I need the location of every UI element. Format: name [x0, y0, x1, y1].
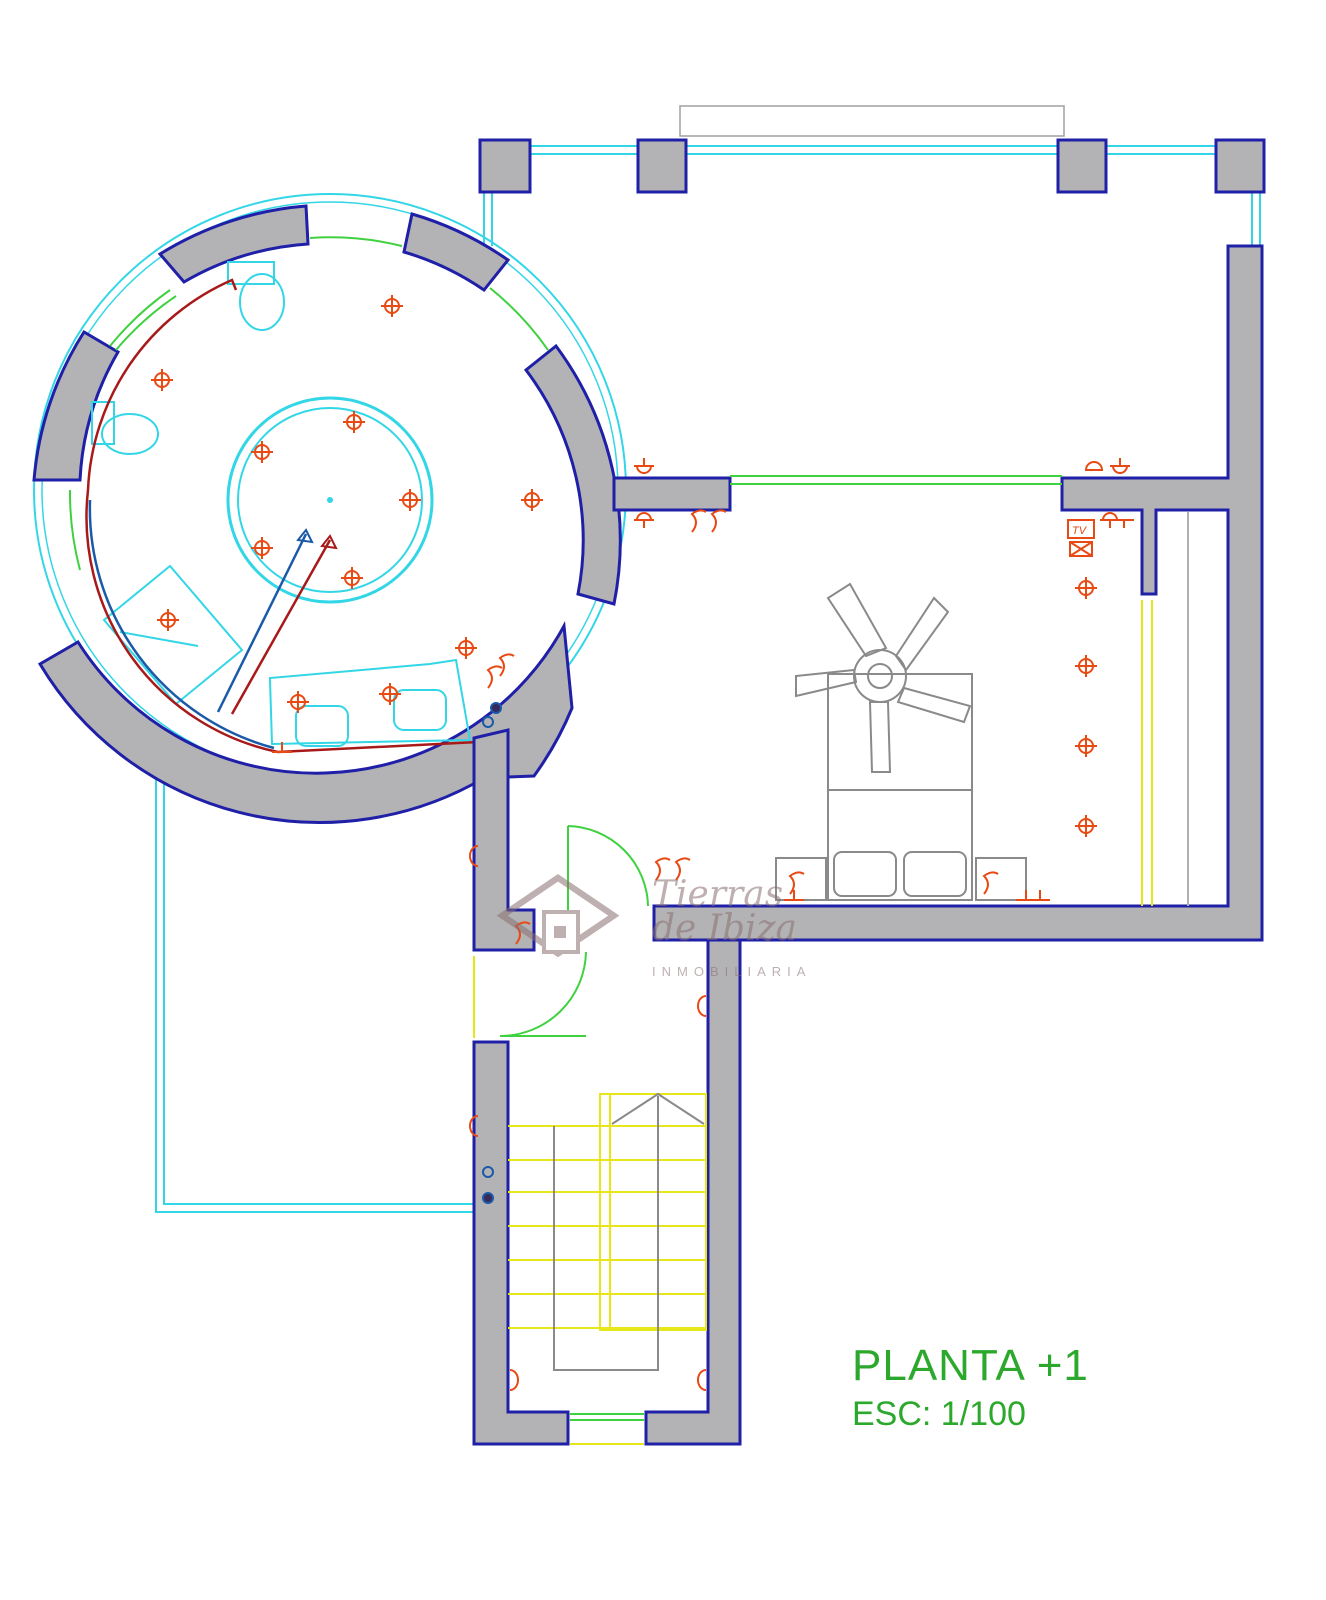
lower-terrace-outline — [155, 752, 478, 1213]
terrace-pillars — [478, 138, 1266, 194]
staircase — [508, 1092, 707, 1371]
light-point-icon — [1075, 577, 1097, 599]
bedroom-walls — [612, 244, 1264, 942]
sink — [295, 705, 349, 747]
nightstand — [975, 857, 1027, 901]
round-room — [32, 193, 627, 824]
light-point-icon — [341, 567, 363, 589]
cold-water-point — [482, 1166, 494, 1178]
tv-outlet: TV — [1067, 519, 1095, 557]
curved-wall — [157, 204, 310, 284]
socket-icon — [1016, 890, 1036, 901]
socket-icon — [784, 890, 804, 901]
socket-icon — [1114, 519, 1134, 528]
watermark-subtitle: INMOBILIARIA — [652, 964, 812, 979]
switch-icon — [690, 509, 707, 533]
light-point-icon — [157, 609, 179, 631]
pillar — [1056, 138, 1108, 194]
wall — [612, 476, 732, 512]
bidet — [91, 401, 159, 455]
light-point-icon — [521, 489, 543, 511]
wall — [644, 938, 742, 1446]
socket-icon — [272, 742, 292, 753]
plan-scale: ESC: 1/100 — [852, 1395, 1026, 1433]
water-points — [482, 702, 502, 1204]
light-point-icon — [251, 441, 273, 463]
light-point-icon — [287, 691, 309, 713]
hall-door — [499, 951, 587, 1037]
sink — [393, 689, 447, 731]
wall-light-icon — [1084, 461, 1104, 471]
light-point-icon — [379, 683, 401, 705]
light-point-icon — [251, 537, 273, 559]
wall — [652, 244, 1264, 942]
light-point-icon — [399, 489, 421, 511]
stair-walls — [472, 728, 742, 1446]
switch-icon — [486, 665, 503, 689]
vanity-counter — [269, 658, 472, 747]
hot-water-line — [85, 278, 479, 754]
curved-wall — [37, 620, 574, 824]
plan-title: PLANTA +1 — [852, 1341, 1089, 1390]
wall-light-icon — [469, 1115, 479, 1137]
light-point-icon — [455, 637, 477, 659]
hot-water-point — [490, 702, 502, 714]
socket-icon — [1110, 458, 1130, 474]
watermark-logo: Tierras de Ibiza INMOBILIARIA — [496, 868, 836, 979]
wall-light-icon — [509, 1369, 519, 1391]
switch-icon — [498, 653, 515, 677]
wall-light-icon — [469, 845, 479, 867]
curved-wall — [32, 329, 121, 482]
watermark-line1: Tierras — [652, 874, 784, 915]
socket-icon — [1030, 890, 1050, 901]
light-points — [151, 295, 1097, 837]
bed — [775, 673, 1027, 901]
ceiling-fan — [795, 582, 972, 773]
wall-light-icon — [697, 995, 707, 1017]
hot-water-point — [482, 1192, 494, 1204]
cold-water-line — [88, 499, 275, 750]
house-logo-icon — [496, 873, 620, 958]
round-shower — [226, 396, 434, 604]
pillar — [478, 138, 532, 194]
switch-icon — [788, 871, 805, 895]
curved-wall — [402, 212, 511, 293]
light-point-icon — [381, 295, 403, 317]
switch-icon — [710, 509, 727, 533]
bedroom-door — [567, 825, 649, 910]
switch-icon — [654, 857, 671, 881]
tv-label: TV — [1072, 525, 1088, 537]
switch-icon — [674, 857, 691, 881]
watermark-brand: Tierras de Ibiza — [652, 877, 798, 949]
door-swings — [499, 825, 649, 1037]
sockets — [272, 458, 1134, 1391]
light-point-icon — [343, 411, 365, 433]
wall — [472, 1040, 570, 1446]
toilet — [227, 261, 285, 331]
light-point-icon — [1075, 735, 1097, 757]
title-block: PLANTA +1 ESC: 1/100 — [852, 1340, 1089, 1436]
terrace-outline — [480, 105, 1262, 246]
wall-light-icon — [697, 1369, 707, 1391]
light-point-icon — [151, 369, 173, 391]
pillar — [636, 138, 688, 194]
watermark-line2: de Ibiza — [652, 908, 798, 949]
stair-treads — [508, 1094, 706, 1330]
light-point-icon — [1075, 655, 1097, 677]
wall — [472, 728, 536, 952]
light-point-icon — [1075, 815, 1097, 837]
cold-water-point — [482, 716, 494, 728]
socket-icon — [634, 512, 654, 528]
socket-icon — [634, 458, 654, 474]
curved-wall — [523, 343, 622, 606]
pillar — [1214, 138, 1266, 194]
switch-icon — [982, 871, 999, 895]
shower-tray — [102, 564, 244, 706]
